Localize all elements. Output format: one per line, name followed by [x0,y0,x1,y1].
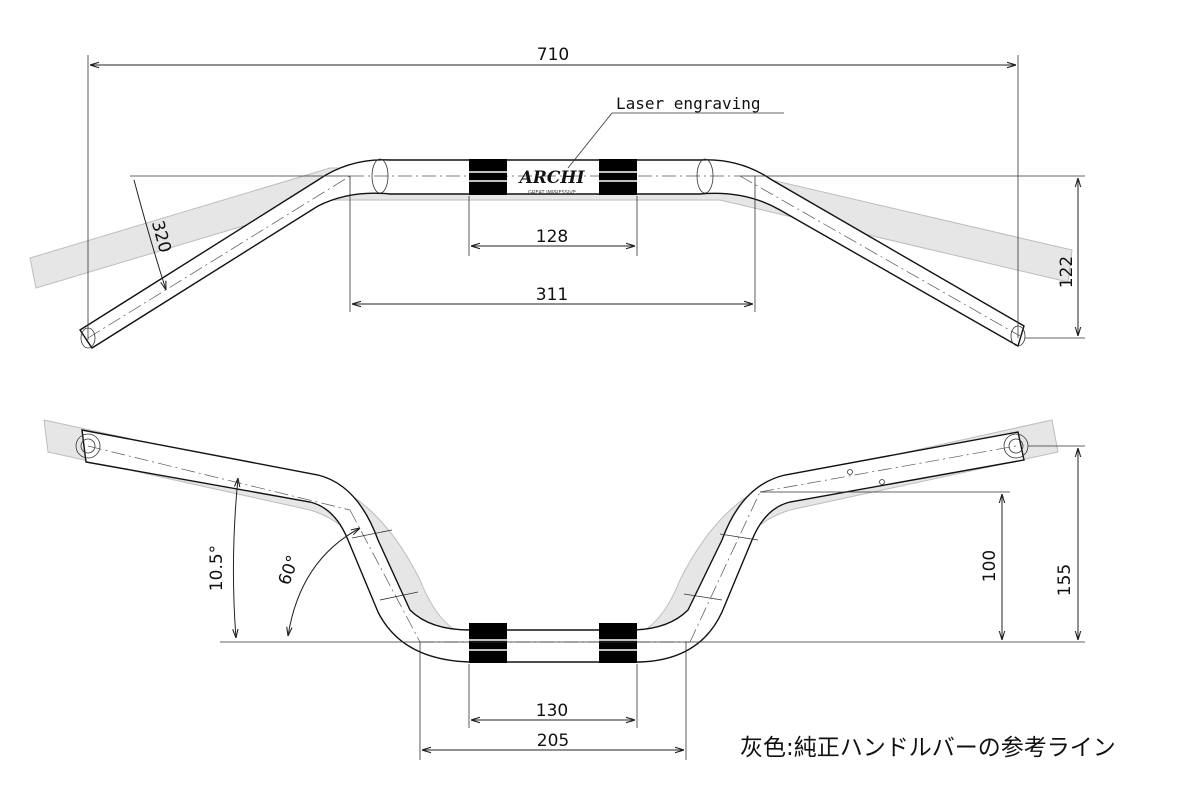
dim-100: 100 [980,550,1000,582]
dim-122: 122 [1057,256,1077,288]
brand-tagline: GREAT IMPRESSIVE [528,190,576,196]
dim-311: 311 [536,285,568,305]
dim-128: 128 [536,227,568,247]
brand-logo: ARCHI [518,168,586,188]
top-band-right [599,159,637,195]
front-band-right [599,623,637,663]
top-bend-left [371,158,389,194]
laser-engraving-label: Laser engraving [616,94,761,113]
dim-205: 205 [537,731,569,751]
top-center-left [87,175,351,339]
dim-155: 155 [1055,564,1075,596]
front-band-left [469,623,507,663]
dim-angle-10-5: 10.5° [207,545,227,591]
top-view: ARCHI GREAT IMPRESSIVE Laser engraving 7… [29,45,1085,349]
front-handlebar [81,429,1025,663]
legend-caption: 灰色:純正ハンドルバーの参考ライン [740,735,1116,761]
top-center-right [739,175,1021,337]
top-handlebar [79,159,1025,349]
dim-130: 130 [536,701,568,721]
front-view: 10.5° 60° 100 155 130 205 [43,419,1085,760]
dim-angle-60: 60° [275,553,304,588]
top-bend-right [696,158,714,194]
top-band-left [469,159,507,195]
front-end-left [75,433,101,459]
dim-710: 710 [537,45,569,65]
